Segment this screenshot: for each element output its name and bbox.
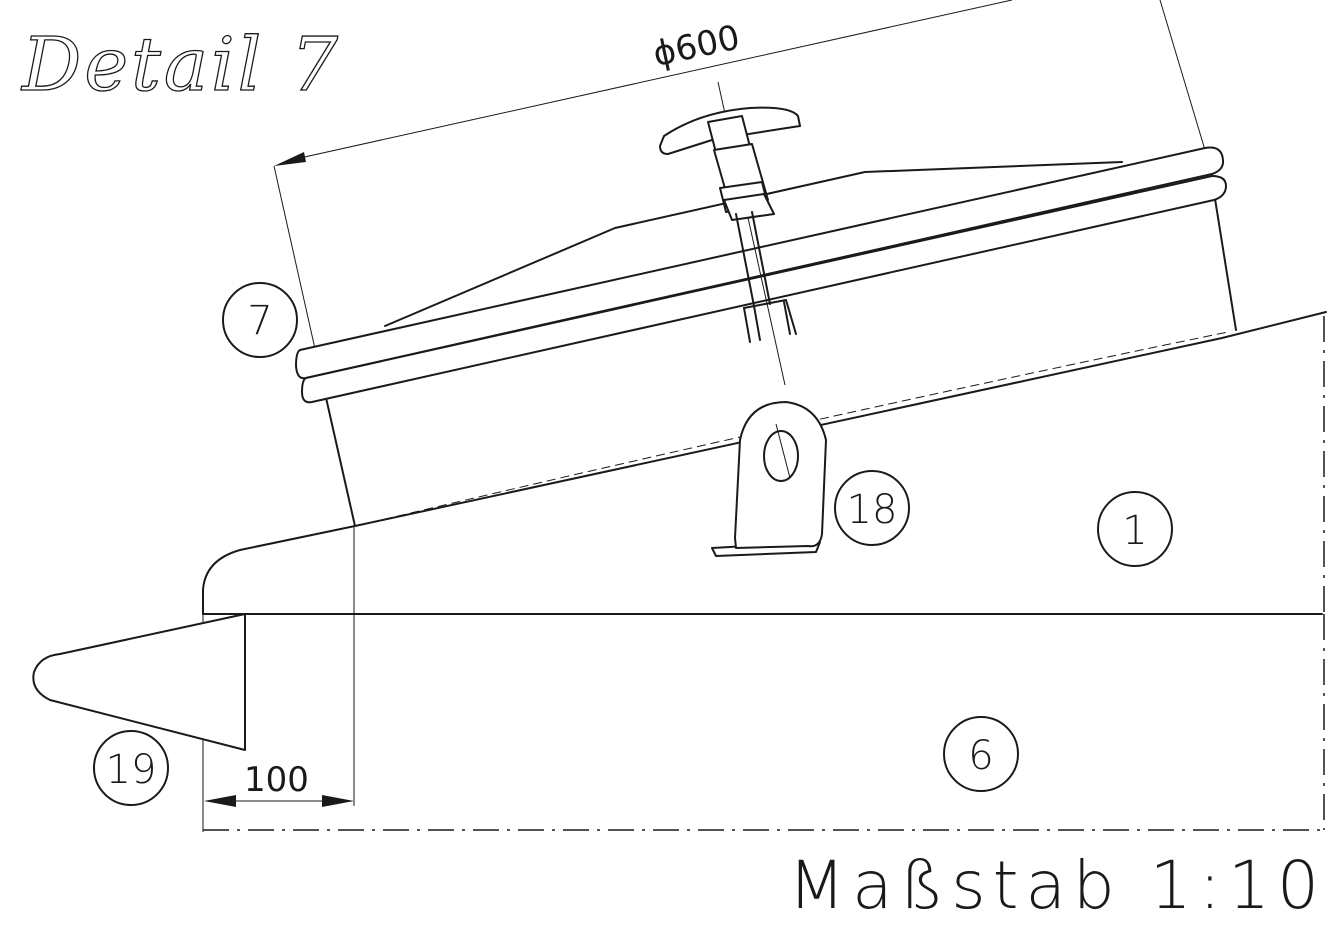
scale-label: Maßstab 1:10	[788, 847, 1326, 924]
callout-6: 6	[943, 716, 1019, 792]
drawing-title: Detail 7	[20, 22, 341, 108]
callout-1-label: 1	[1122, 508, 1147, 554]
clamp-handle	[659, 81, 801, 386]
callout-18: 18	[834, 470, 910, 546]
base-body	[202, 613, 1326, 832]
callout-7: 7	[222, 282, 298, 358]
lifting-lug	[711, 401, 827, 557]
callout-1: 1	[1097, 491, 1173, 567]
callout-18-label: 18	[847, 487, 898, 533]
diameter-label: ϕ600	[650, 18, 744, 75]
callout-6-label: 6	[968, 733, 993, 779]
callout-7-label: 7	[247, 298, 272, 344]
callout-19-label: 19	[106, 747, 157, 793]
offset-dimension: 100	[204, 526, 355, 807]
lid-walls	[273, 0, 1237, 527]
wedge-part	[32, 613, 246, 751]
callout-19: 19	[93, 730, 169, 806]
offset-label: 100	[244, 760, 309, 800]
